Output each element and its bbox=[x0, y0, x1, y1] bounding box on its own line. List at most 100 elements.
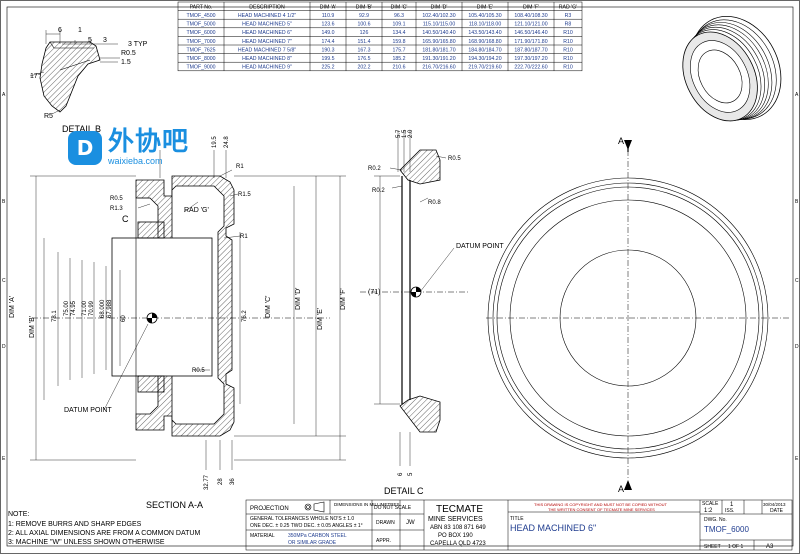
table-cell: 118.10/118.00 bbox=[469, 22, 502, 28]
front-view: A A bbox=[486, 136, 790, 494]
table-cell: HEAD MACHINED 8" bbox=[242, 56, 292, 62]
note-item: 3: MACHINE "W" UNLESS SHOWN OTHERWISE bbox=[8, 539, 165, 546]
dim-text: DIM 'A' bbox=[9, 296, 16, 318]
table-cell: 199.5 bbox=[322, 56, 335, 62]
dim-text: 76.2 bbox=[242, 310, 248, 322]
table-cell: 184.80/184.70 bbox=[468, 47, 501, 53]
detail-c-title: DETAIL C bbox=[384, 486, 424, 496]
table-cell: 210.6 bbox=[393, 65, 406, 71]
table-cell: TMOF_5000 bbox=[186, 22, 215, 28]
dim-text: R1 bbox=[240, 234, 248, 240]
do-not-scale: DO NOT SCALE bbox=[374, 505, 412, 511]
zone-letter: D bbox=[2, 344, 6, 350]
datum-label: DATUM POINT bbox=[64, 407, 112, 414]
dim-text: 6 bbox=[58, 27, 62, 34]
table-header-cell: DIM 'C' bbox=[391, 4, 408, 10]
table-cell: R10 bbox=[563, 47, 573, 53]
dim-text: R0.5 bbox=[121, 50, 136, 57]
table-cell: 222.70/222.60 bbox=[514, 65, 547, 71]
scale-value: 1:2 bbox=[704, 508, 713, 514]
table-header-cell: PART No. bbox=[190, 4, 213, 10]
table-cell: 100.6 bbox=[358, 22, 371, 28]
dim-text: 2.0 bbox=[408, 129, 414, 138]
table-cell: 171.90/171.80 bbox=[514, 39, 547, 45]
section-title: SECTION A-A bbox=[146, 500, 203, 510]
dim-text: R0.2 bbox=[372, 188, 385, 194]
logo-url: waixieba.com bbox=[108, 156, 163, 166]
dim-text: R0.5 bbox=[192, 368, 205, 374]
company-abn: ABN 83 108 871 649 bbox=[430, 525, 486, 531]
company-po: PO BOX 190 bbox=[438, 533, 473, 539]
sheet-of: 1 OF 1 bbox=[728, 544, 744, 550]
scale-label: SCALE bbox=[702, 501, 719, 507]
table-cell: 187.80/187.70 bbox=[514, 47, 547, 53]
table-cell: 108.40/108.30 bbox=[514, 13, 547, 19]
table-cell: R10 bbox=[563, 30, 573, 36]
table-cell: 159.8 bbox=[393, 39, 406, 45]
table-cell: R10 bbox=[563, 65, 573, 71]
notes-title: NOTE: bbox=[8, 511, 29, 518]
table-cell: TMOF_9000 bbox=[186, 65, 215, 71]
dim-text: 1.5 bbox=[121, 59, 131, 66]
table-cell: 174.4 bbox=[322, 39, 335, 45]
dim-text: 32.77 bbox=[204, 474, 210, 490]
table-cell: R10 bbox=[563, 56, 573, 62]
table-cell: 115.10/115.00 bbox=[423, 22, 456, 28]
table-cell: 175.7 bbox=[393, 47, 406, 53]
dwg-label: DWG. No. bbox=[704, 517, 727, 523]
table-cell: TMOF_7000 bbox=[186, 39, 215, 45]
detail-b-profile bbox=[39, 41, 101, 113]
dim-text: R0.5 bbox=[448, 156, 461, 162]
section-bore bbox=[111, 237, 213, 377]
dim-text: 1 bbox=[78, 27, 82, 34]
table-cell: TMOF_6000 bbox=[186, 30, 215, 36]
table-cell: HEAD MACHINED 6" bbox=[242, 30, 292, 36]
table-header-cell: RAD 'G' bbox=[559, 4, 577, 10]
dim-text: 19.5 bbox=[212, 136, 218, 148]
note-item: 2: ALL AXIAL DIMENSIONS ARE FROM A COMMO… bbox=[8, 530, 200, 537]
drawing-title: HEAD MACHINED 6" bbox=[510, 523, 596, 533]
table-cell: HEAD MACHINED 7 5/8" bbox=[238, 47, 297, 53]
dim-text: R5 bbox=[44, 113, 53, 120]
table-cell: 109.1 bbox=[393, 22, 406, 28]
dim-text: 67.988 bbox=[107, 299, 113, 318]
section-marker-top: A bbox=[618, 136, 624, 146]
table-cell: 134.4 bbox=[393, 30, 406, 36]
table-cell: 92.9 bbox=[359, 13, 369, 19]
company-sub: MINE SERVICES bbox=[428, 516, 483, 523]
title-label: TITLE bbox=[510, 516, 524, 522]
table-cell: 165.90/165.80 bbox=[422, 39, 455, 45]
table-cell: 149.0 bbox=[322, 30, 335, 36]
table-header-cell: DIM 'B' bbox=[356, 4, 372, 10]
material-value: OR SIMILAR GRADE bbox=[288, 540, 337, 546]
dim-text: 6 bbox=[398, 472, 404, 476]
dim-text: 3 TYP bbox=[128, 41, 148, 48]
drawn-value: JW bbox=[406, 520, 415, 526]
dim-text: R1.3 bbox=[110, 206, 123, 212]
table-cell: TMOF_8000 bbox=[186, 56, 215, 62]
section-flange-upper bbox=[137, 221, 165, 239]
table-cell: 225.2 bbox=[322, 65, 335, 71]
zone-letter: C bbox=[795, 278, 799, 284]
dim-text: DIM 'B' bbox=[29, 316, 36, 338]
material-value: 350MPa CARBON STEEL bbox=[288, 533, 347, 539]
dim-text: DIM 'C' bbox=[265, 295, 272, 318]
table-cell: 126 bbox=[360, 30, 369, 36]
zone-letter: E bbox=[2, 456, 6, 462]
dim-text: DIM 'E' bbox=[317, 308, 324, 330]
dim-text: 17° bbox=[30, 72, 41, 80]
table-cell: 96.3 bbox=[394, 13, 404, 19]
tolerances: GENERAL TOLERANCES WHOLE NO'S ± 1.0 bbox=[250, 516, 354, 522]
table-header-cell: DESCRIPTION bbox=[249, 4, 285, 10]
rad-g-label: RAD 'G' bbox=[184, 207, 209, 214]
table-cell: 168.90/168.80 bbox=[468, 39, 501, 45]
notes: NOTE: 1: REMOVE BURRS AND SHARP EDGES 2:… bbox=[8, 511, 200, 546]
table-cell: 121.10/121.00 bbox=[514, 22, 547, 28]
table-cell: 197.30/197.20 bbox=[514, 56, 547, 62]
sheet-number: 1 bbox=[730, 502, 734, 508]
table-header-cell: DIM 'E' bbox=[477, 4, 493, 10]
isometric-view bbox=[682, 16, 782, 122]
section-marker-bottom: A bbox=[618, 484, 624, 494]
dim-text: R1.5 bbox=[238, 192, 251, 198]
